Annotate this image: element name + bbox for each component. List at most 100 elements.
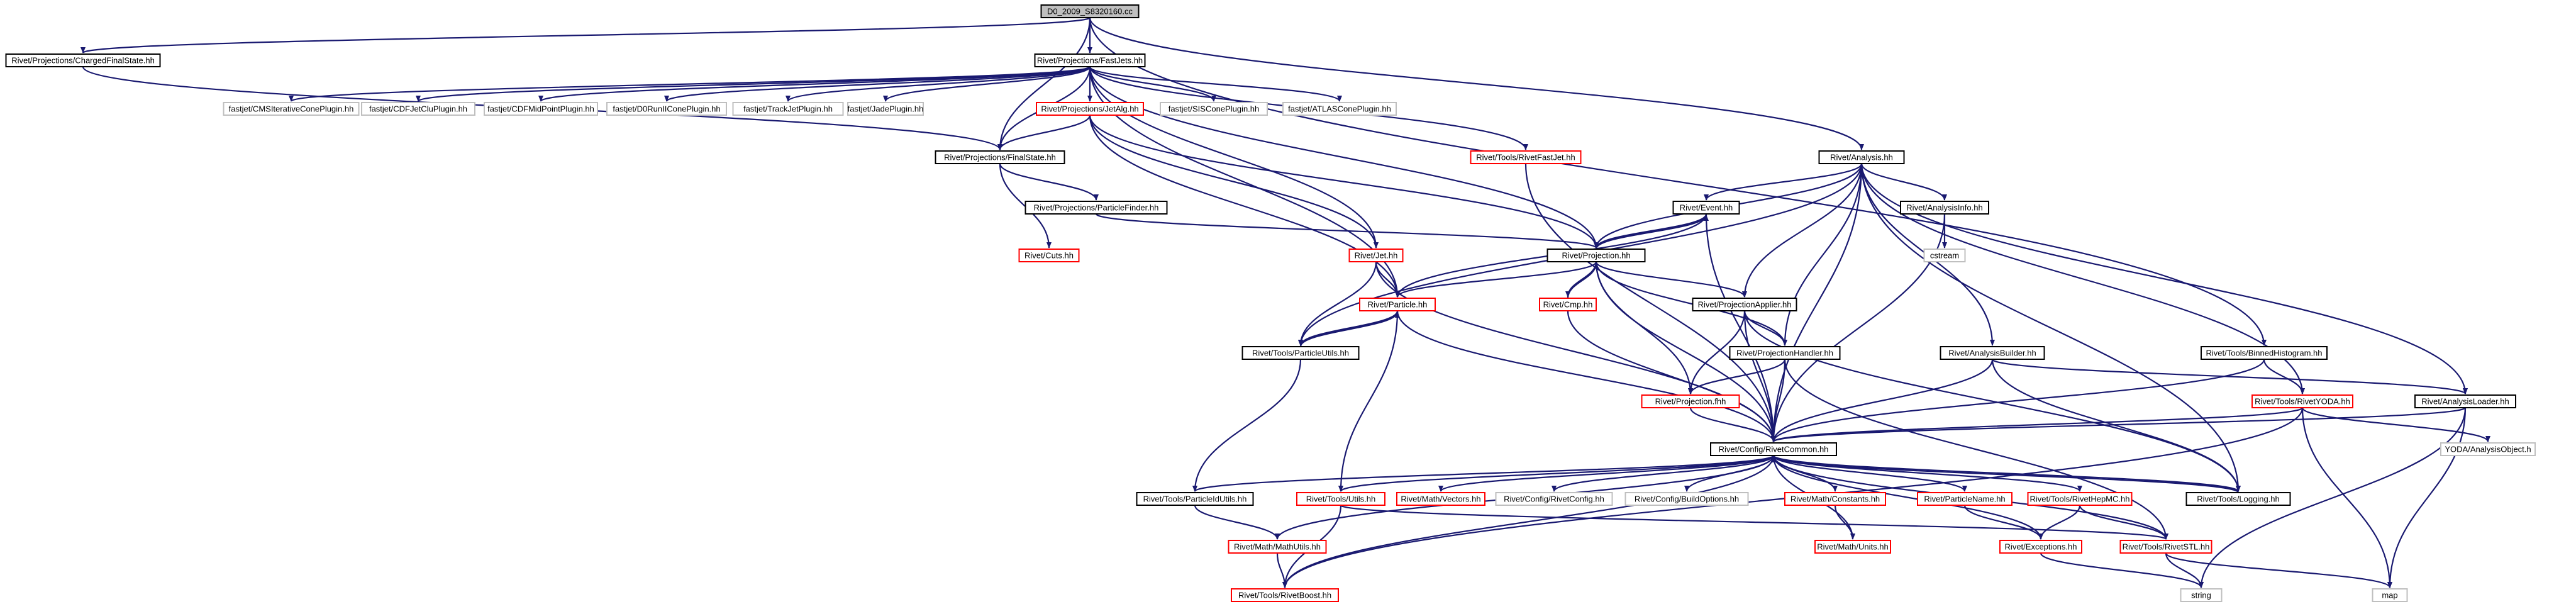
node-exceptions-label: Rivet/Exceptions.hh	[2005, 542, 2077, 551]
node-particlename[interactable]: Rivet/ParticleName.hh	[1917, 492, 2012, 506]
node-d0run[interactable]: fastjet/D0RunIIConePlugin.hh	[606, 102, 727, 116]
edge-projection-to-projapplier	[1595, 261, 1747, 298]
node-finalstate[interactable]: Rivet/Projections/FinalState.hh	[935, 150, 1065, 164]
node-root[interactable]: D0_2009_S8320160.cc	[1040, 4, 1140, 18]
node-jade-box	[847, 102, 924, 116]
node-binnedhisto[interactable]: Rivet/Tools/BinnedHistogram.hh	[2201, 346, 2328, 360]
node-jetalg[interactable]: Rivet/Projections/JetAlg.hh	[1036, 102, 1144, 116]
node-rivetyoda[interactable]: Rivet/Tools/RivetYODA.hh	[2251, 394, 2353, 408]
node-utils-label: Rivet/Tools/Utils.hh	[1306, 494, 1376, 503]
node-cms[interactable]: fastjet/CMSIterativeConePlugin.hh	[223, 102, 360, 116]
node-vectors[interactable]: Rivet/Math/Vectors.hh	[1396, 492, 1485, 506]
node-yodaobj[interactable]: YODA/AnalysisObject.h	[2440, 442, 2536, 456]
node-rivetfastjet-box	[1470, 150, 1582, 164]
node-hepmc[interactable]: Rivet/Tools/RivetHepMC.hh	[2027, 492, 2133, 506]
node-jet[interactable]: Rivet/Jet.hh	[1348, 249, 1404, 262]
node-cstream[interactable]: cstream	[1923, 249, 1966, 262]
node-rivetconfig-box	[1495, 492, 1613, 506]
node-rivetboost-label: Rivet/Tools/RivetBoost.hh	[1238, 590, 1331, 600]
node-analysisinfo[interactable]: Rivet/AnalysisInfo.hh	[1900, 201, 1989, 215]
node-map[interactable]: map	[2372, 588, 2408, 602]
node-event[interactable]: Rivet/Event.hh	[1672, 201, 1740, 215]
edge-layer	[80, 16, 2490, 588]
node-jade-label: fastjet/JadePlugin.hh	[848, 104, 924, 113]
edge-cmp-to-rivetcommon	[1567, 310, 1776, 442]
edge-rivetstl-to-map	[2165, 552, 2392, 588]
node-utils[interactable]: Rivet/Tools/Utils.hh	[1296, 492, 1385, 506]
node-rivetstl[interactable]: Rivet/Tools/RivetSTL.hh	[2119, 540, 2212, 554]
edge-analysis-to-rivetcommon	[1771, 163, 1863, 442]
node-cuts[interactable]: Rivet/Cuts.hh	[1018, 249, 1080, 262]
node-analysisloader[interactable]: Rivet/AnalysisLoader.hh	[2414, 394, 2516, 408]
node-yodaobj-label: YODA/AnalysisObject.h	[2445, 444, 2531, 454]
node-jetalg-box	[1036, 102, 1144, 116]
node-particle-box	[1359, 298, 1436, 311]
node-rivetfastjet[interactable]: Rivet/Tools/RivetFastJet.hh	[1470, 150, 1582, 164]
node-buildoptions[interactable]: Rivet/Config/BuildOptions.hh	[1624, 492, 1749, 506]
node-constants-label: Rivet/Math/Constants.hh	[1790, 494, 1880, 503]
node-trackjet[interactable]: fastjet/TrackJetPlugin.hh	[732, 102, 844, 116]
node-rivetconfig[interactable]: Rivet/Config/RivetConfig.hh	[1495, 492, 1613, 506]
node-buildoptions-box	[1624, 492, 1749, 506]
node-rivetcommon[interactable]: Rivet/Config/RivetCommon.hh	[1710, 442, 1837, 456]
node-projapplier[interactable]: Rivet/ProjectionApplier.hh	[1692, 298, 1797, 311]
edge-rivetcommon-to-pidutils	[1192, 454, 1775, 493]
node-logging[interactable]: Rivet/Tools/Logging.hh	[2185, 492, 2291, 506]
edge-rivetstl-to-string	[2165, 552, 2204, 588]
node-analysis[interactable]: Rivet/Analysis.hh	[1818, 150, 1905, 164]
node-rivetboost[interactable]: Rivet/Tools/RivetBoost.hh	[1231, 588, 1339, 602]
node-cstream-box	[1923, 249, 1966, 262]
edge-jetalg-to-jet	[1089, 115, 1379, 249]
node-atlas[interactable]: fastjet/ATLASConePlugin.hh	[1282, 102, 1397, 116]
edge-rivetcommon-to-exceptions	[1772, 455, 2043, 540]
node-cdfjetclu[interactable]: fastjet/CDFJetCluPlugin.hh	[361, 102, 475, 116]
node-analysisbuilder-box	[1940, 346, 2045, 360]
node-chargedfs[interactable]: Rivet/Projections/ChargedFinalState.hh	[5, 53, 161, 67]
edge-finalstate-to-cuts	[999, 163, 1052, 249]
edge-hepmc-to-exceptions	[2038, 505, 2081, 540]
node-siscone[interactable]: fastjet/SISConePlugin.hh	[1160, 102, 1268, 116]
node-pidutils-box	[1136, 492, 1254, 506]
node-fastjets-box	[1034, 53, 1146, 67]
edge-rivetyoda-to-map	[2301, 407, 2392, 588]
node-particle[interactable]: Rivet/Particle.hh	[1359, 298, 1436, 311]
node-utils-box	[1296, 492, 1385, 506]
edge-fastjets-to-trackjet	[786, 65, 1091, 103]
node-cstream-label: cstream	[1930, 250, 1959, 260]
node-particleutils-label: Rivet/Tools/ParticleUtils.hh	[1252, 348, 1349, 357]
node-cdfjetclu-label: fastjet/CDFJetCluPlugin.hh	[369, 104, 467, 113]
node-particlefinder[interactable]: Rivet/Projections/ParticleFinder.hh	[1024, 201, 1168, 215]
edge-particleutils-to-pidutils	[1192, 359, 1302, 492]
node-chargedfs-label: Rivet/Projections/ChargedFinalState.hh	[11, 55, 155, 65]
node-exceptions[interactable]: Rivet/Exceptions.hh	[1999, 540, 2082, 554]
node-cmp[interactable]: Rivet/Cmp.hh	[1539, 298, 1597, 311]
node-units[interactable]: Rivet/Math/Units.hh	[1814, 540, 1891, 554]
edge-projhandler-to-rivetcommon	[1771, 359, 1786, 442]
node-string-label: string	[2191, 590, 2211, 600]
node-mathutils[interactable]: Rivet/Math/MathUtils.hh	[1228, 540, 1327, 554]
edge-finalstate-to-particlefinder	[999, 163, 1099, 201]
edge-rivetyoda-to-yodaobj	[2301, 407, 2490, 442]
node-projection[interactable]: Rivet/Projection.hh	[1546, 249, 1646, 262]
node-projfhh[interactable]: Rivet/Projection.fhh	[1641, 394, 1740, 408]
node-rivetfastjet-label: Rivet/Tools/RivetFastJet.hh	[1476, 152, 1575, 162]
node-units-box	[1814, 540, 1891, 554]
node-string-box	[2180, 588, 2223, 602]
node-analysisloader-box	[2414, 394, 2516, 408]
node-rivetstl-box	[2119, 540, 2212, 554]
node-string[interactable]: string	[2180, 588, 2223, 602]
node-particlename-box	[1917, 492, 2012, 506]
node-jade[interactable]: fastjet/JadePlugin.hh	[847, 102, 924, 116]
node-cdfmid[interactable]: fastjet/CDFMidPointPlugin.hh	[484, 102, 598, 116]
node-fastjets[interactable]: Rivet/Projections/FastJets.hh	[1034, 53, 1146, 67]
node-analysisloader-label: Rivet/AnalysisLoader.hh	[2421, 396, 2509, 406]
node-projhandler[interactable]: Rivet/ProjectionHandler.hh	[1729, 346, 1841, 360]
node-analysisbuilder[interactable]: Rivet/AnalysisBuilder.hh	[1940, 346, 2045, 360]
node-constants[interactable]: Rivet/Math/Constants.hh	[1784, 492, 1886, 506]
edge-fastjets-to-cdfmid	[538, 65, 1091, 103]
node-pidutils[interactable]: Rivet/Tools/ParticleIdUtils.hh	[1136, 492, 1254, 506]
node-particleutils[interactable]: Rivet/Tools/ParticleUtils.hh	[1241, 346, 1360, 360]
edge-analysisloader-to-rivetcommon	[1771, 406, 2467, 443]
edge-analysisbuilder-to-analysisloader	[1991, 358, 2468, 395]
